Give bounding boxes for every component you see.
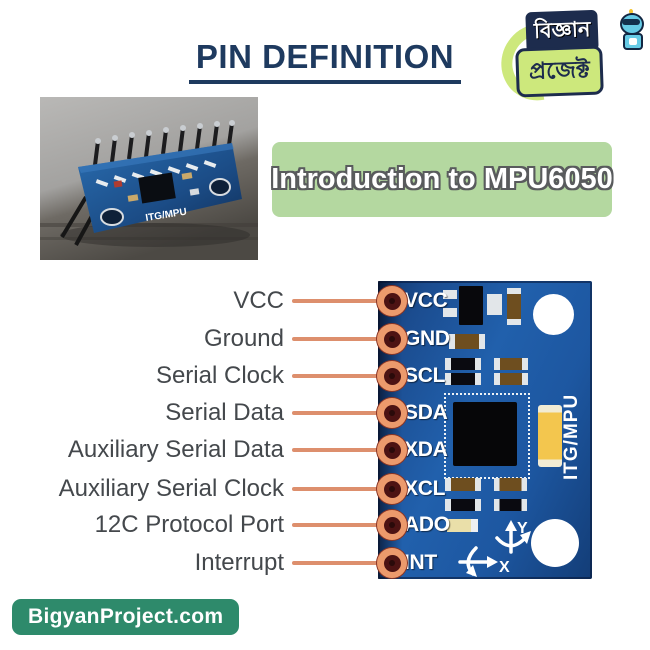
board-pin-label-gnd: GND xyxy=(404,327,450,350)
pin-pad-vcc xyxy=(377,286,407,316)
connector-line-xcl xyxy=(292,487,384,491)
logo-word-bengali-2: প্রজেক্ট xyxy=(515,45,604,98)
header-pins xyxy=(93,122,234,166)
header-pin-tips xyxy=(95,120,235,144)
connector-line-vcc xyxy=(292,299,384,303)
pin-description-scl: Serial Clock xyxy=(155,362,284,389)
mounting-hole-bottom xyxy=(531,519,579,567)
board-pin-label-xda: XDA xyxy=(404,438,448,461)
robot-goggles xyxy=(622,19,640,25)
connector-line-scl xyxy=(292,374,384,378)
smd-resistor xyxy=(447,519,478,532)
smd-pad xyxy=(443,308,457,317)
intro-banner: Introduction to MPU6050 xyxy=(271,142,613,217)
mpu6050-ic-chip xyxy=(453,402,517,466)
smd-resistor xyxy=(445,373,481,385)
smd-resistor xyxy=(445,358,481,370)
axis-indicator: Y X xyxy=(458,520,531,577)
x-arrowhead xyxy=(487,556,498,568)
y-axis-label: Y xyxy=(517,520,528,537)
pin-pad-xda xyxy=(377,435,407,465)
smd-resistor xyxy=(445,499,481,511)
tantalum-capacitor xyxy=(538,405,562,467)
smd-resistor xyxy=(494,373,528,385)
y-arc-arrowhead xyxy=(520,531,531,544)
mounting-hole-top xyxy=(533,294,574,335)
robot-antenna xyxy=(629,9,633,14)
robot-mascot-icon xyxy=(618,9,644,51)
board-pin-label-sda: SDA xyxy=(404,401,448,424)
y-arrowhead xyxy=(505,520,517,531)
robot-belly xyxy=(629,38,637,45)
pin-pad-ado xyxy=(377,510,407,540)
module-photo-illustration: ITG/MPU xyxy=(40,97,258,260)
smd-pad xyxy=(443,290,457,299)
smd-resistor xyxy=(445,478,481,491)
smd-resistor xyxy=(494,358,528,370)
x-axis-label: X xyxy=(499,559,510,576)
intro-banner-text: Introduction to MPU6050 xyxy=(271,163,613,195)
connector-line-ado xyxy=(292,523,384,527)
photo-mounting-hole-right xyxy=(209,178,231,196)
pin-pad-gnd xyxy=(377,324,407,354)
page-title: PIN DEFINITION xyxy=(195,38,455,75)
footer-site-text: BigyanProject.com xyxy=(28,605,224,628)
board-shadow xyxy=(60,223,250,247)
robot-body xyxy=(623,33,643,50)
pin-pad-xcl xyxy=(377,474,407,504)
pin-pad-int xyxy=(377,548,407,578)
board-pin-label-xcl: XCL xyxy=(404,477,446,500)
footer-site-badge: BigyanProject.com xyxy=(12,599,240,635)
photo-mounting-hole-left xyxy=(100,208,124,226)
pin-description-gnd: Ground xyxy=(203,325,284,352)
board-pin-label-vcc: VCC xyxy=(404,289,448,312)
smd-regulator xyxy=(459,286,483,325)
pin-description-int: Interrupt xyxy=(194,549,284,576)
pin-pad-scl xyxy=(377,361,407,391)
title-underline xyxy=(189,80,461,84)
smd-pad xyxy=(487,294,502,315)
pin-pad-sda xyxy=(377,398,407,428)
connector-line-sda xyxy=(292,411,384,415)
connector-line-gnd xyxy=(292,337,384,341)
smd-resistor xyxy=(507,288,521,325)
bigyan-project-logo: বিজ্ঞান প্রজেক্ট xyxy=(486,7,646,116)
pin-description-ado: 12C Protocol Port xyxy=(94,511,284,538)
board-side-label: ITG/MPU xyxy=(561,393,582,481)
board-pin-label-ado: ADO xyxy=(404,513,450,536)
connector-line-int xyxy=(292,561,384,565)
smd-resistor xyxy=(449,334,485,349)
pcb-diagram-board: ITG/MPU Y X xyxy=(378,281,592,579)
pin-description-sda: Serial Data xyxy=(165,399,284,426)
silkscreen-marks xyxy=(95,160,217,187)
pin-description-xcl: Auxiliary Serial Clock xyxy=(58,475,284,502)
x-arc-arrowhead xyxy=(466,565,477,577)
ic-pin-frame xyxy=(444,393,530,479)
photo-ic-chip xyxy=(138,172,176,204)
pin-description-xda: Auxiliary Serial Data xyxy=(67,436,284,463)
board-pin-label-scl: SCL xyxy=(404,364,446,387)
y-rotation-arc xyxy=(495,535,528,548)
module-photo: ITG/MPU xyxy=(40,97,258,260)
smd-resistor xyxy=(494,499,527,511)
header: PIN DEFINITION xyxy=(0,38,650,84)
board-pin-label-int: INT xyxy=(404,551,437,574)
connector-line-xda xyxy=(292,448,384,452)
pin-description-vcc: VCC xyxy=(233,287,284,314)
smd-resistor xyxy=(494,478,527,491)
